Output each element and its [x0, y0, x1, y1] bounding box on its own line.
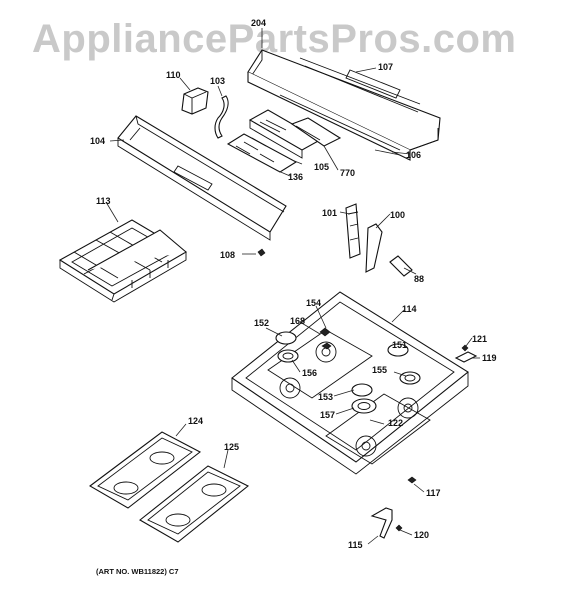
leader-lines	[105, 28, 480, 545]
callout-105: 105	[314, 162, 329, 172]
callout-204: 204	[251, 18, 266, 28]
burner-caps	[275, 327, 421, 414]
callout-117: 117	[426, 488, 441, 498]
callout-155: 155	[372, 365, 387, 375]
callout-110: 110	[166, 70, 181, 80]
callout-153: 153	[318, 392, 333, 402]
callout-101: 101	[322, 208, 337, 218]
burner-grates	[58, 219, 188, 303]
callout-122: 122	[388, 418, 403, 428]
callout-120: 120	[414, 530, 429, 540]
watermark-text: AppliancePartsPros.com	[32, 17, 517, 61]
callout-124: 124	[188, 416, 203, 426]
callout-168: 168	[290, 316, 305, 326]
backsplash-panel	[247, 49, 441, 161]
callout-125: 125	[224, 442, 239, 452]
callout-152: 152	[254, 318, 269, 328]
callout-labels: 204 107 110 103 104 106 105 770 136 113 …	[90, 18, 497, 550]
callout-115: 115	[348, 540, 363, 550]
callout-106: 106	[406, 150, 421, 160]
control-panel	[117, 115, 287, 241]
callout-114: 114	[402, 304, 417, 314]
callout-119: 119	[482, 353, 497, 363]
bracket-770	[290, 117, 342, 147]
callout-154: 154	[306, 298, 321, 308]
callout-107: 107	[378, 62, 393, 72]
small-parts	[370, 344, 478, 539]
callout-104: 104	[90, 136, 105, 146]
callout-100: 100	[390, 210, 405, 220]
callout-121: 121	[472, 334, 487, 344]
callout-108: 108	[220, 250, 235, 260]
callout-113: 113	[96, 196, 111, 206]
callout-770: 770	[340, 168, 355, 178]
callout-136: 136	[288, 172, 303, 182]
callout-88: 88	[414, 274, 424, 284]
callout-157: 157	[320, 410, 335, 420]
side-bracket	[257, 203, 413, 277]
wire-harness	[214, 95, 229, 139]
callout-156: 156	[302, 368, 317, 378]
art-number-note: (ART NO. WB11822) C7	[96, 567, 179, 576]
drip-pans	[89, 431, 250, 543]
callout-151: 151	[392, 340, 407, 350]
igniter-module	[181, 87, 209, 115]
callout-103: 103	[210, 76, 225, 86]
